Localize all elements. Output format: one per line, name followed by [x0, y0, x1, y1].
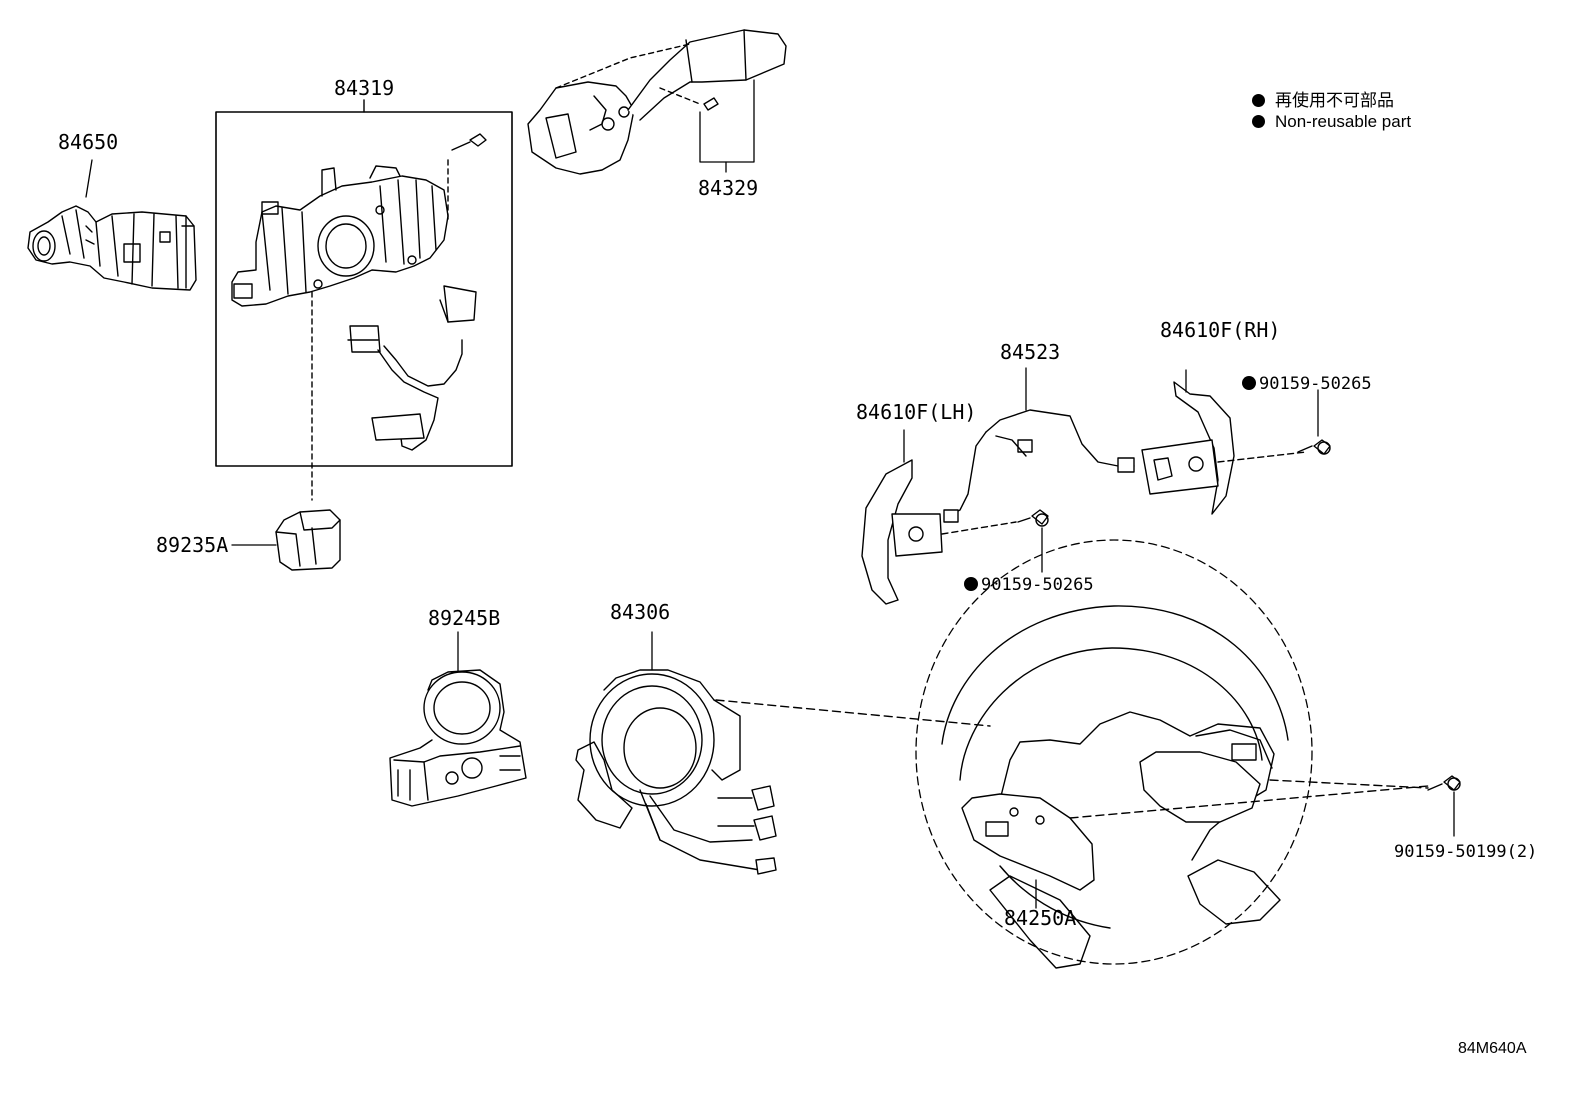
label-90159-50265-rh-text: 90159-50265	[1259, 374, 1372, 394]
label-84523[interactable]: 84523	[1000, 340, 1061, 364]
label-90159-50199[interactable]: 90159-50199(2)	[1394, 842, 1538, 862]
part-89245B-drawing	[389, 631, 527, 807]
part-84306-drawing	[575, 631, 777, 875]
label-84329[interactable]: 84329	[698, 176, 759, 200]
legend-text-en: Non-reusable part	[1275, 112, 1412, 131]
part-84610F-LH-drawing	[861, 429, 1017, 605]
part-84523-drawing	[943, 367, 1135, 523]
label-89245B[interactable]: 89245B	[428, 606, 501, 630]
label-90159-50265-lh-text: 90159-50265	[981, 575, 1094, 595]
screw-drawings	[1017, 389, 1461, 837]
non-reusable-marker-icon	[1242, 376, 1256, 390]
part-84319-drawing	[215, 99, 513, 501]
non-reusable-marker-icon	[964, 577, 978, 591]
part-84650-drawing	[27, 159, 197, 291]
non-reusable-marker-icon	[1252, 115, 1265, 128]
legend-text-jp: 再使用不可部品	[1275, 91, 1394, 110]
legend-line-en: Non-reusable part	[1252, 112, 1411, 132]
part-89235A-drawing	[231, 509, 341, 571]
label-84610F-LH[interactable]: 84610F(LH)	[856, 400, 977, 424]
label-84650[interactable]: 84650	[58, 130, 119, 154]
part-84329-drawing	[527, 29, 787, 175]
legend-line-jp: 再使用不可部品	[1252, 86, 1394, 111]
diagram-code: 84M640A	[1458, 1040, 1527, 1057]
label-84319[interactable]: 84319	[334, 76, 395, 100]
label-84250A[interactable]: 84250A	[1004, 906, 1077, 930]
non-reusable-marker-icon	[1252, 94, 1265, 107]
label-84610F-RH[interactable]: 84610F(RH)	[1160, 318, 1281, 342]
part-84610F-RH-drawing	[1141, 369, 1307, 515]
label-89235A[interactable]: 89235A	[156, 533, 229, 557]
label-84306[interactable]: 84306	[610, 600, 671, 624]
label-90159-50265-rh[interactable]: 90159-50265	[1242, 374, 1372, 394]
label-90159-50265-lh[interactable]: 90159-50265	[964, 575, 1094, 595]
part-84250A-drawing	[715, 539, 1429, 969]
